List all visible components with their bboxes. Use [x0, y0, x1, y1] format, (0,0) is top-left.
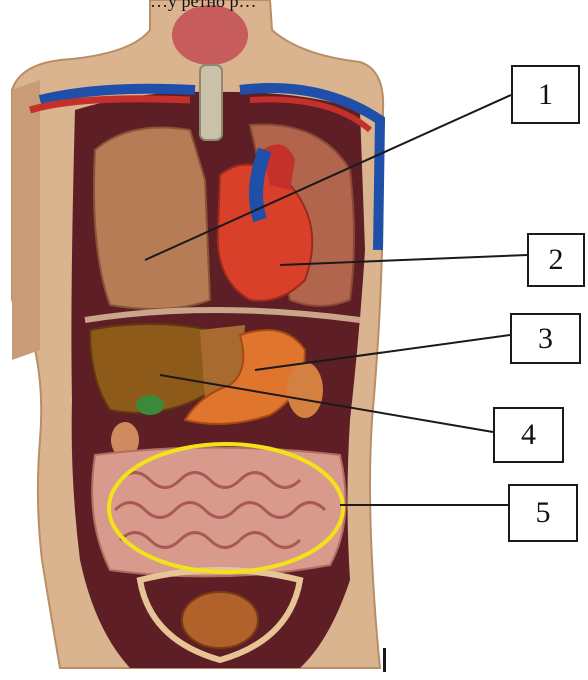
label-box-3: 3: [510, 313, 581, 364]
label-box-5: 5: [508, 484, 578, 542]
label-box-4: 4: [493, 407, 564, 463]
left-arm: [12, 80, 40, 360]
bladder: [182, 592, 258, 648]
bottom-mark: [383, 648, 386, 672]
label-box-2: 2: [527, 233, 585, 287]
label-box-1: 1: [511, 65, 580, 124]
spleen: [287, 362, 323, 418]
intestines: [92, 448, 345, 577]
left-lung: [94, 128, 210, 310]
cropped-header-text: …у ретно р…: [150, 0, 257, 12]
gallbladder: [136, 395, 164, 415]
thyroid: [172, 5, 248, 65]
trachea: [200, 65, 222, 140]
